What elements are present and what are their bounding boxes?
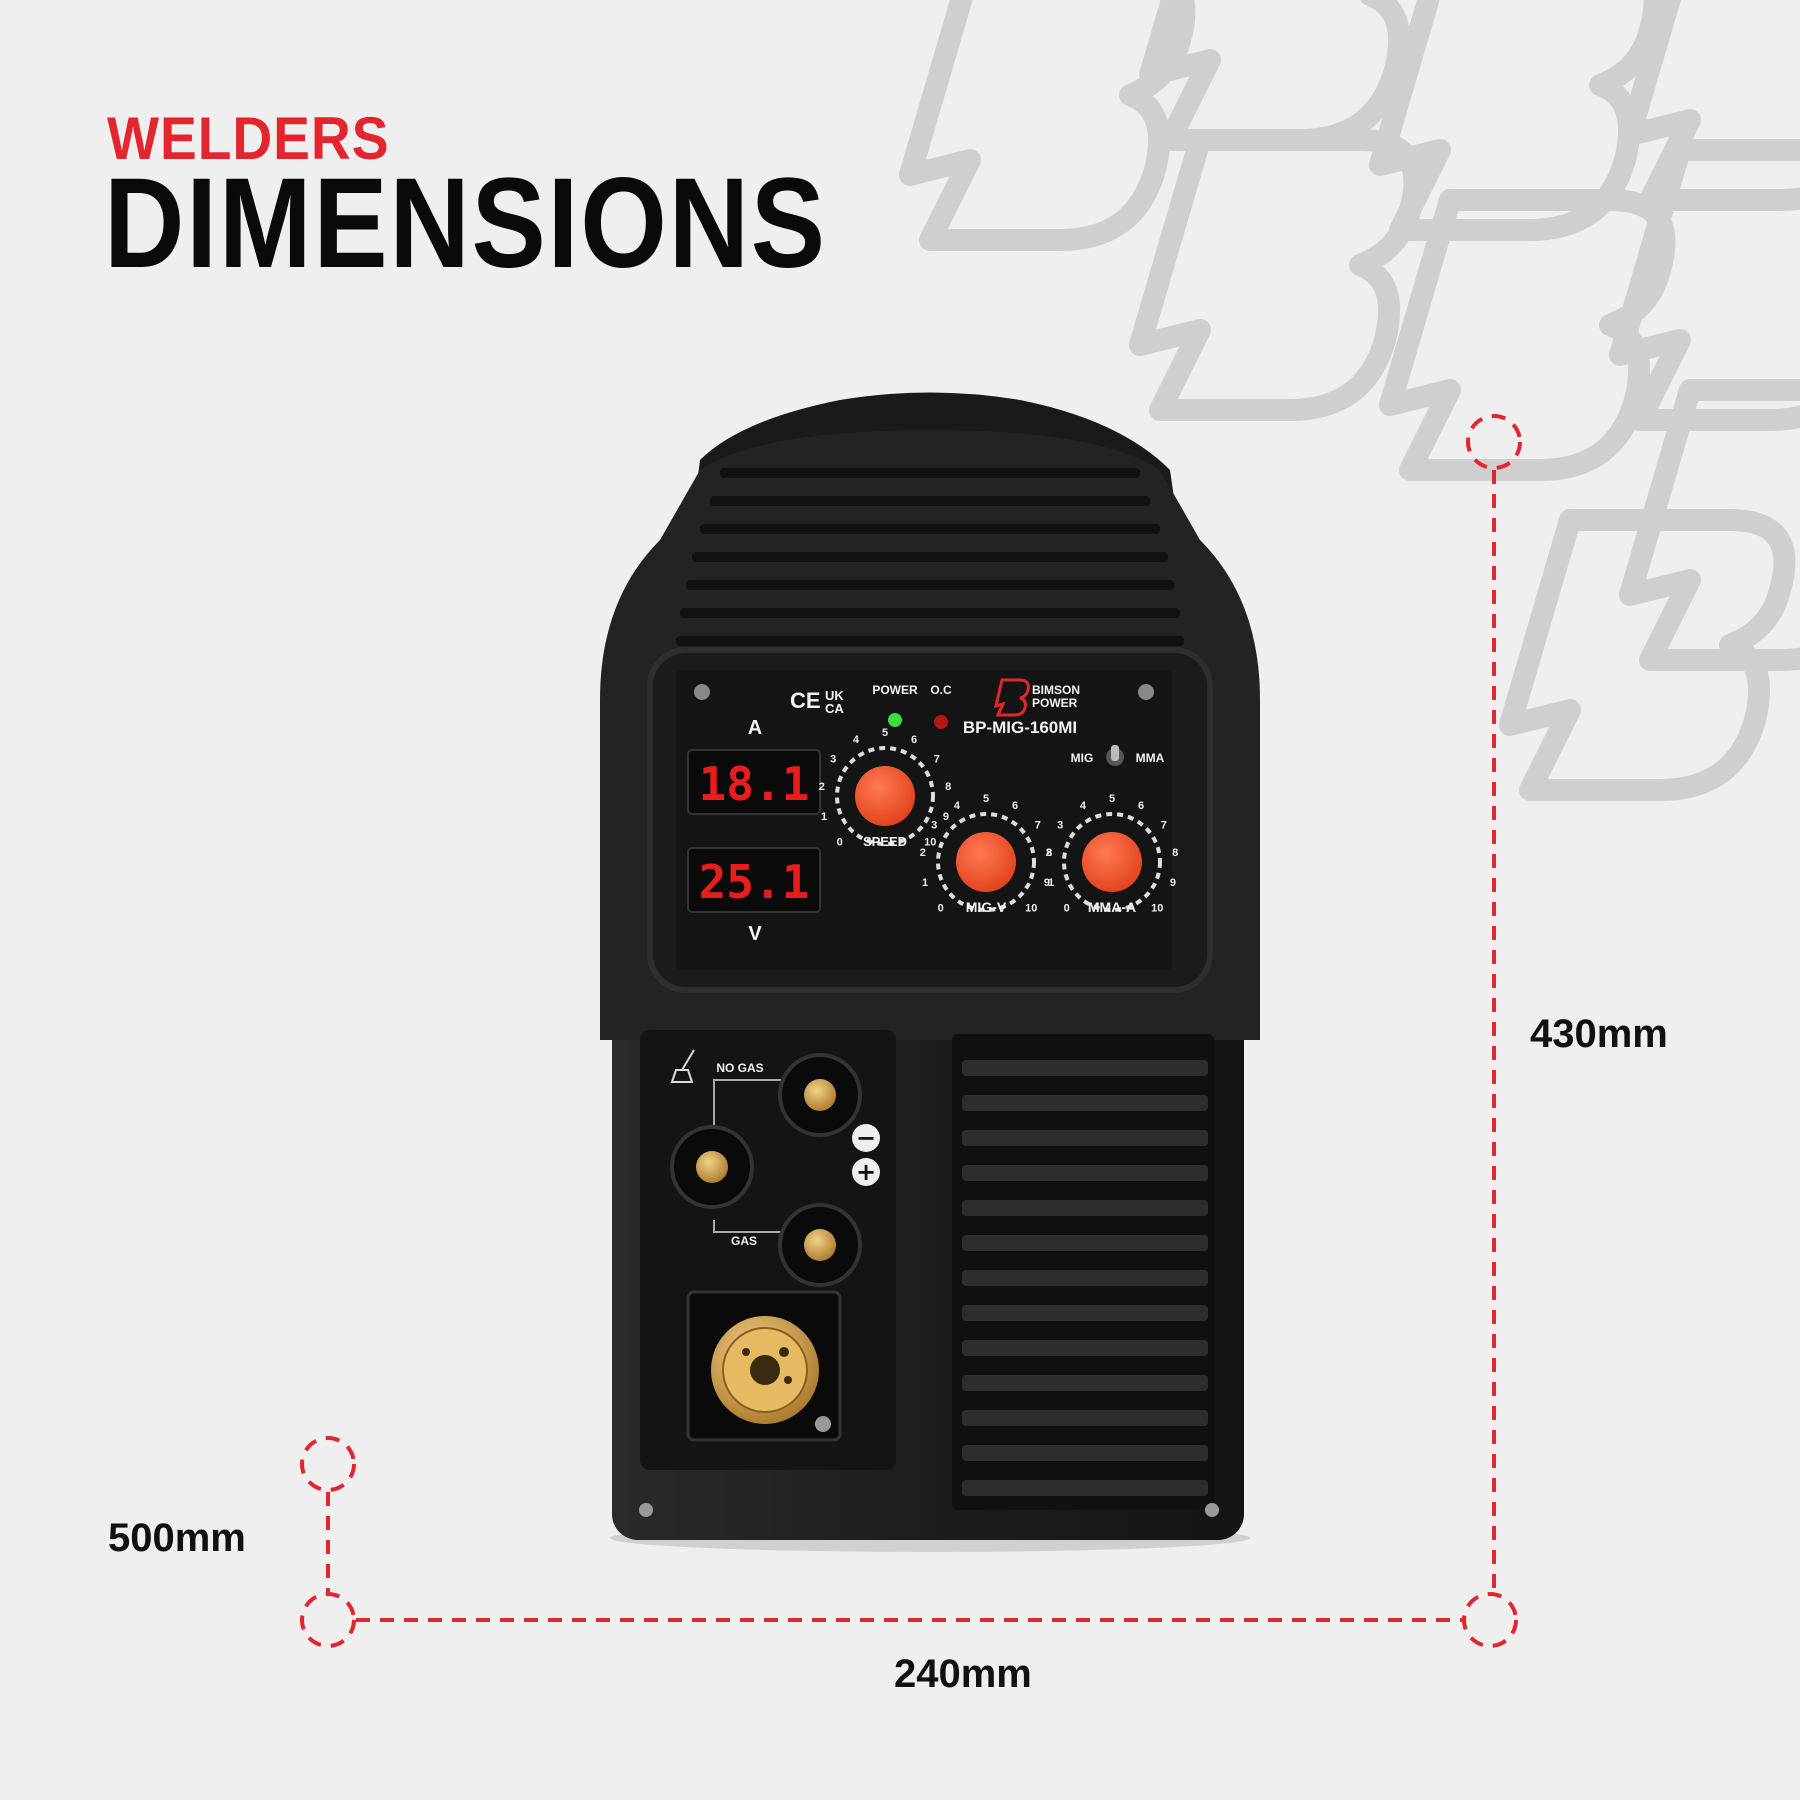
ce-mark: CE (790, 688, 821, 713)
watermark-b-icon (1129, 129, 1426, 421)
negative-terminal[interactable] (778, 1053, 862, 1137)
dial-scale-number: 3 (931, 819, 937, 831)
width-dimension-label: 240mm (894, 1652, 1032, 1696)
speed-knob[interactable] (835, 746, 935, 846)
dial-scale-number: 6 (1012, 800, 1018, 812)
model-number: BP-MIG-160MI (963, 718, 1077, 737)
dial-scale-number: 9 (1044, 877, 1050, 889)
side-vents (962, 1060, 1208, 1496)
minus-icon-badge (852, 1124, 880, 1152)
mma-a-knob[interactable] (1062, 812, 1162, 912)
dial-scale-number: 6 (1138, 800, 1144, 812)
dial-scale-number: 4 (954, 800, 961, 812)
mode-mma-label: MMA (1136, 751, 1165, 765)
power-led (888, 713, 902, 727)
dial-scale-number: 7 (934, 753, 940, 765)
ukca-mark-top: UK (825, 688, 844, 703)
amps-display (687, 749, 821, 815)
dial-scale-number: 4 (853, 734, 860, 746)
oc-label: O.C (930, 683, 952, 697)
dimension-marker-depth-top (300, 1436, 356, 1492)
torch-polarity-terminal[interactable] (670, 1125, 754, 1209)
volts-display (687, 847, 821, 913)
mig-v-knob[interactable] (936, 812, 1036, 912)
page-title: DIMENSIONS (104, 152, 827, 295)
dial-scale-number: 10 (1025, 902, 1037, 914)
dial-scale-number: 2 (1046, 847, 1052, 859)
ukca-mark-bottom: CA (825, 701, 844, 716)
height-dimension-label: 430mm (1530, 1012, 1668, 1056)
dial-scale-number: 5 (1109, 793, 1115, 805)
torch-icon (670, 1049, 695, 1083)
dial-scale-number: 2 (819, 781, 825, 793)
brand-name-line2: POWER (1032, 696, 1078, 710)
power-label: POWER (872, 683, 918, 697)
heading-eyebrow: WELDERS (107, 105, 390, 172)
amps-display-value: 18.1 (699, 757, 810, 811)
depth-dimension-label: 500mm (108, 1516, 246, 1560)
volts-label: V (748, 923, 762, 945)
mode-toggle-switch[interactable] (1106, 745, 1124, 766)
dial-scale-number: 0 (938, 902, 944, 914)
screw-icon (815, 1416, 831, 1432)
dial-scale-number: 1 (821, 811, 827, 823)
gas-label: GAS (731, 1234, 757, 1248)
screw-icon (1138, 684, 1154, 700)
dial-scale-number: 10 (924, 836, 936, 848)
top-vents (676, 468, 1184, 646)
dial-scale-number: 4 (1080, 800, 1087, 812)
plus-icon-badge (852, 1158, 880, 1186)
oc-led (934, 715, 948, 729)
dial-scale-number: 8 (945, 781, 951, 793)
dial-scale-number: 3 (1057, 819, 1063, 831)
dial-scale-number: 5 (882, 727, 888, 739)
dial-scale-number: 0 (837, 836, 843, 848)
euro-torch-connector[interactable] (711, 1316, 819, 1424)
dial-scale-number: 6 (911, 734, 917, 746)
dial-scale-number: 1 (1048, 877, 1054, 889)
dial-scale-number: 7 (1161, 819, 1167, 831)
dial-scale-number: 8 (1046, 847, 1052, 859)
screw-icon (639, 1503, 653, 1517)
dial-scale-number: 1 (922, 877, 928, 889)
dimension-marker-top (1466, 414, 1522, 470)
dial-scale-number: 7 (1035, 819, 1041, 831)
watermark-b-icon (899, 0, 1196, 251)
watermark-b-icon (1499, 509, 1796, 801)
mode-mig-label: MIG (1071, 751, 1094, 765)
watermark-b-icon (1369, 0, 1666, 241)
screw-icon (694, 684, 710, 700)
speed-knob-label: SPEED (863, 834, 907, 849)
dimension-marker-bottom-right (1462, 1592, 1518, 1648)
dial-scale-number: 10 (1151, 902, 1163, 914)
plus-icon: + (856, 1158, 876, 1186)
dial-scales: 0 1 2 3 4 5 6 7 8 9 10 0 1 2 3 4 5 6 7 8 9 10 0 1 2 3 4 5 6 7 8 9 10 (819, 727, 1179, 914)
screw-icon (1205, 1503, 1219, 1517)
dial-scale-number: 8 (1172, 847, 1178, 859)
dial-scale-number: 5 (983, 793, 989, 805)
brand-name-line1: BIMSON (1032, 683, 1080, 697)
dial-scale-number: 9 (1170, 877, 1176, 889)
minus-icon: − (856, 1124, 876, 1152)
positive-terminal[interactable] (778, 1203, 862, 1287)
dimension-marker-origin (300, 1592, 356, 1648)
no-gas-label: NO GAS (716, 1061, 763, 1075)
brand-logo-icon (993, 678, 1030, 717)
dial-scale-number: 3 (830, 753, 836, 765)
volts-display-value: 25.1 (699, 855, 810, 909)
dial-scale-number: 9 (943, 811, 949, 823)
dial-scale-number: 2 (920, 847, 926, 859)
mig-v-knob-label: MIG-V (966, 899, 1007, 915)
amps-label: A (748, 717, 762, 739)
dial-scale-number: 0 (1064, 902, 1070, 914)
mma-a-knob-label: MMA-A (1088, 899, 1136, 915)
